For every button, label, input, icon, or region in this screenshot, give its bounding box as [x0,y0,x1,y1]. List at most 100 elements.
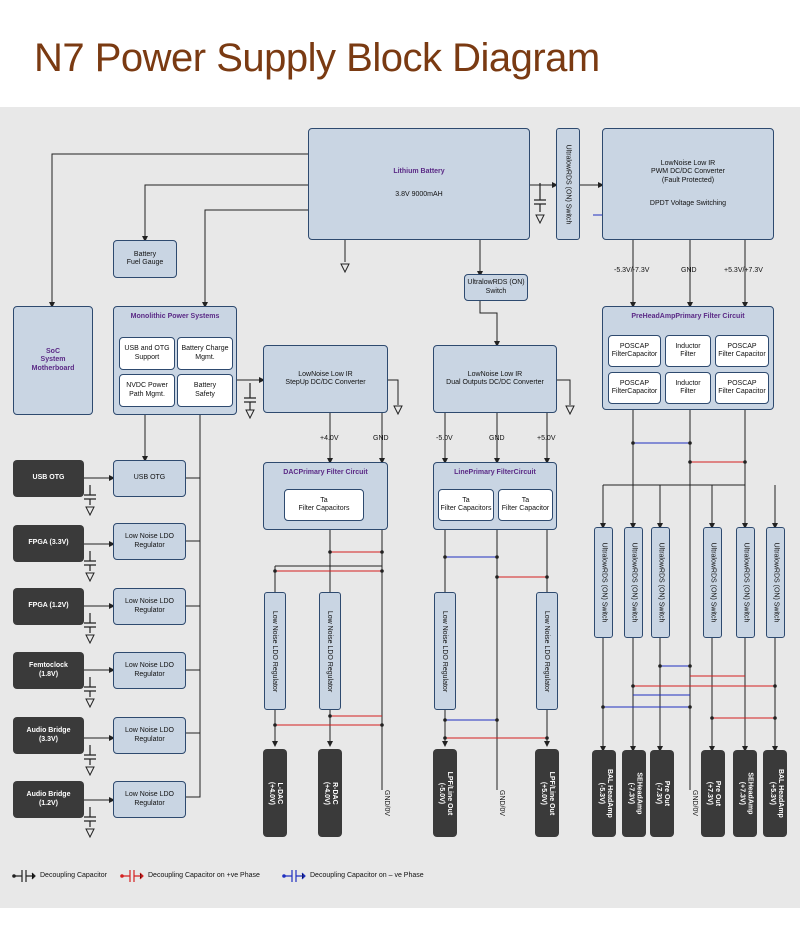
dac-filter-group: DACPrimary Filter Circuit Ta Filter Capa… [263,462,388,530]
load-usb-otg: USB OTG [13,460,84,497]
output-l-dac: L-DAC (+4.0V) [263,749,287,837]
mps-usb-otg-support: USB and OTG Support [119,337,175,370]
pwm-converter-block: LowNoise Low IR PWM DC/DC Converter (Fau… [602,128,774,240]
ldo-regulator-4: Low Noise LDO Regulator [113,717,186,754]
ldo-vertical-label: Low Noise LDO Regulator [441,610,449,692]
ldo-vertical-line-neg: Low Noise LDO Regulator [434,592,456,710]
output-amp-2: SEHeadAmp (-7.3V) [622,750,646,837]
preamp-cell-5: Inductor Filter [665,372,711,404]
monolithic-title: Monolithic Power Systems [130,313,220,320]
soc-block: SoC System Motherboard [13,306,93,415]
output-amp-4: Pre Out (+7.3V) [701,750,725,837]
legend-positive-phase: Decoupling Capacitor on +ve Phase [148,872,260,879]
amp-switch-label: UltralowRDS (ON) Switch [709,542,717,623]
amp-switch-label: UltralowRDS (ON) Switch [600,542,608,623]
preamp-cell-6: POSCAP Filter Capacitor [715,372,769,404]
line-filter-cell-2: Ta Filter Capacitor [498,489,553,521]
battery-spec: 3.8V 9000mAH [395,191,443,199]
line-gnd-label: GND/0V [498,790,505,817]
output-line-pos-label: LPF/Line Out (+5.0V) [540,771,556,815]
output-line-pos: LPF/Line Out (+5.0V) [535,749,559,837]
amp-switch-label: UltralowRDS (ON) Switch [657,542,665,623]
output-amp-3: Pre Out (-7.3V) [650,750,674,837]
battery-mps-line [204,209,308,306]
ldo-vertical-r-dac: Low Noise LDO Regulator [319,592,341,710]
mps-battery-charge: Battery Charge Mgmt. [177,337,233,370]
fuel-gauge-block: Battery Fuel Gauge [113,240,177,278]
amp-switch-6: UltralowRDS (ON) Switch [766,527,785,638]
amp-switch-1: UltralowRDS (ON) Switch [594,527,613,638]
preamp-filter-title: PreHeadAmpPrimary Filter Circuit [631,313,745,320]
battery-fuelgauge-line [144,184,308,240]
pwm-rail-gnd: GND [681,267,697,274]
pwm-sub: DPDT Voltage Switching [649,199,727,207]
dual-rail-gnd: GND [489,435,505,442]
output-amp-4-label: Pre Out (+7.3V) [706,780,722,807]
output-r-dac: R-DAC (+4.0V) [318,749,342,837]
ldo-vertical-label: Low Noise LDO Regulator [326,610,334,692]
legend-negative-phase: Decoupling Capacitor on – ve Phase [310,872,424,879]
pwm-rail-pos: +5.3V/+7.3V [724,267,763,274]
battery-soc-line [51,153,308,306]
dac-filter-cell: Ta Filter Capacitors [284,489,364,521]
output-amp-1-label: BAL HeadAmp (-5.3V) [597,769,613,818]
preamp-cell-2: Inductor Filter [665,335,711,367]
ldo-regulator-5: Low Noise LDO Regulator [113,781,186,818]
output-r-dac-label: R-DAC (+4.0V) [323,781,339,805]
mid-switch-block: UltralowRDS (ON) Switch [464,274,528,301]
ldo-regulator-3: Low Noise LDO Regulator [113,652,186,689]
load-fpga-1v2: FPGA (1.2V) [13,588,84,625]
mps-nvdc-power-path: NVDC Power Path Mgmt. [119,374,175,407]
load-femtoclock: Femtoclock (1.8V) [13,652,84,689]
amp-switch-2: UltralowRDS (ON) Switch [624,527,643,638]
mps-battery-safety: Battery Safety [177,374,233,407]
ldo-vertical-line-pos: Low Noise LDO Regulator [536,592,558,710]
output-amp-5: SEHeadAmp (+7.3V) [733,750,757,837]
dual-converter-block: LowNoise Low IR Dual Outputs DC/DC Conve… [433,345,557,413]
usb-otg-block: USB OTG [113,460,186,497]
amp-gnd-label: GND/0V [691,790,698,817]
output-l-dac-label: L-DAC (+4.0V) [268,781,284,805]
load-audio-bridge-1v2: Audio Bridge (1.2V) [13,781,84,818]
preamp-cell-1: POSCAP FilterCapacitor [608,335,661,367]
amp-switch-label: UltralowRDS (ON) Switch [742,542,750,623]
preamp-cell-3: POSCAP Filter Capacitor [715,335,769,367]
top-switch-block: UltralowRDS (ON) Switch [556,128,580,240]
output-line-neg: LPF/Line Out (-5.0V) [433,749,457,837]
battery-name: Lithium Battery [393,168,445,176]
output-amp-6-label: BAL HeadAmp (+5.3V) [768,769,784,818]
line-filter-cell-1: Ta Filter Capacitors [438,489,494,521]
legend-decoupling: Decoupling Capacitor [40,872,107,879]
ldo-regulator-2: Low Noise LDO Regulator [113,588,186,625]
pwm-rail-neg: -5.3V/-7.3V [614,267,650,274]
top-switch-label: UltralowRDS (ON) Switch [564,144,572,224]
diagram-title: N7 Power Supply Block Diagram [34,36,600,80]
dual-rail-neg: -5.0V [436,435,453,442]
monolithic-power-group: Monolithic Power Systems USB and OTG Sup… [113,306,237,415]
ldo-vertical-label: Low Noise LDO Regulator [543,610,551,692]
preamp-filter-group: PreHeadAmpPrimary Filter Circuit POSCAP … [602,306,774,410]
dual-rail-pos: +5.0V [537,435,556,442]
stepup-rail-gnd: GND [373,435,389,442]
amp-switch-label: UltralowRDS (ON) Switch [630,542,638,623]
amp-switch-4: UltralowRDS (ON) Switch [703,527,722,638]
output-amp-6: BAL HeadAmp (+5.3V) [763,750,787,837]
amp-switch-5: UltralowRDS (ON) Switch [736,527,755,638]
line-filter-title: LinePrimary FilterCircuit [454,469,536,476]
dac-filter-title: DACPrimary Filter Circuit [283,469,368,476]
load-fpga-3v3: FPGA (3.3V) [13,525,84,562]
dac-gnd-label: GND/0V [383,790,390,817]
output-amp-2-label: SEHeadAmp (-7.3V) [627,772,643,815]
ldo-regulator-1: Low Noise LDO Regulator [113,523,186,560]
output-line-neg-label: LPF/Line Out (-5.0V) [438,771,454,815]
amp-switch-3: UltralowRDS (ON) Switch [651,527,670,638]
preamp-cell-4: POSCAP FilterCapacitor [608,372,661,404]
output-amp-3-label: Pre Out (-7.3V) [655,780,671,807]
output-amp-1: BAL HeadAmp (-5.3V) [592,750,616,837]
line-filter-group: LinePrimary FilterCircuit Ta Filter Capa… [433,462,557,530]
amp-switch-label: UltralowRDS (ON) Switch [772,542,780,623]
lithium-battery-block: Lithium Battery 3.8V 9000mAH [308,128,530,240]
ldo-vertical-l-dac: Low Noise LDO Regulator [264,592,286,710]
output-amp-5-label: SEHeadAmp (+7.3V) [738,772,754,815]
